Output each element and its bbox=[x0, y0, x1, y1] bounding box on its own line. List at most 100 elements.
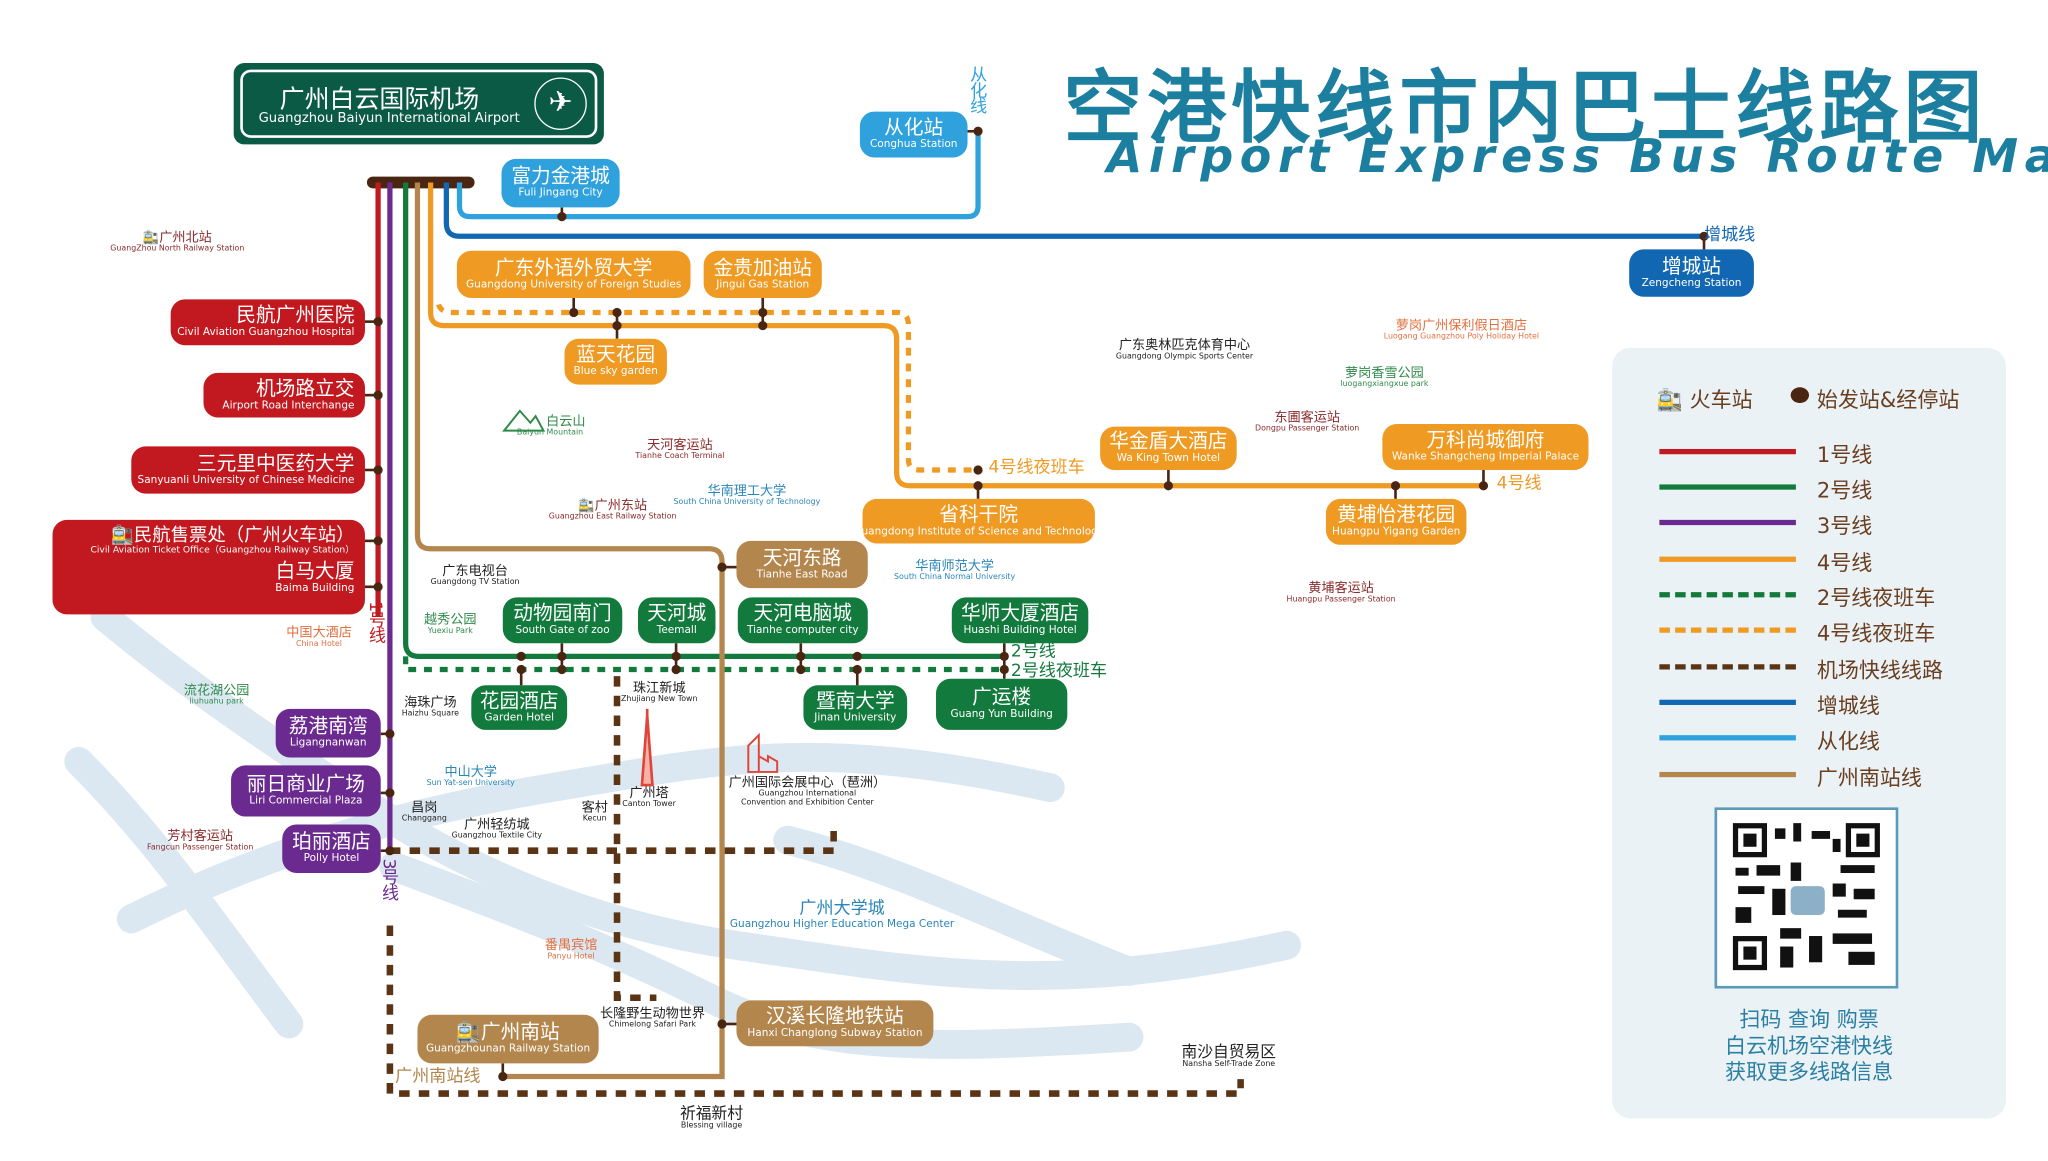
qr-logo-image bbox=[1790, 886, 1825, 916]
legend-panel: 🚉 火车站 始发站&经停站 1号线 2号线 3号线 4号线 2号线夜班车 4号线… bbox=[1612, 347, 2006, 1119]
stop-dot bbox=[852, 651, 862, 661]
zengcheng-line-path bbox=[443, 182, 1705, 239]
legend-item: 机场快线线路 bbox=[1659, 652, 2000, 683]
legend-item: 4号线 bbox=[1659, 545, 2000, 575]
line-3-label: 3号线 bbox=[378, 858, 398, 900]
train-icon: 🚉 bbox=[142, 231, 160, 246]
qr-code-pattern bbox=[1730, 820, 1883, 973]
line-2-path bbox=[403, 182, 1005, 660]
legend-item: 从化线 bbox=[1659, 723, 2000, 754]
train-icon: 🚉 bbox=[578, 498, 595, 514]
line-2-night-label: 2号线夜班车 bbox=[1010, 661, 1108, 682]
airport-name-zh: 广州白云国际机场 bbox=[279, 85, 480, 115]
line-1-label: 1号线 bbox=[364, 601, 385, 643]
mountain-icon bbox=[502, 409, 546, 432]
legend-item: 增城线 bbox=[1659, 688, 2000, 718]
legend-item: 3号线 bbox=[1659, 508, 2000, 538]
stop-dot bbox=[973, 465, 983, 475]
stop-dot-icon bbox=[1790, 387, 1810, 404]
line-4-night-label: 4号线夜班车 bbox=[988, 458, 1085, 478]
stop-dot bbox=[516, 664, 526, 675]
airplane-icon: ✈ bbox=[534, 77, 587, 130]
zengcheng-line-label: 增城线 bbox=[1704, 225, 1756, 246]
qr-caption-3: 获取更多线路信息 bbox=[1724, 1059, 1894, 1085]
station-connectors bbox=[364, 129, 1706, 1077]
train-icon: 🚉 bbox=[456, 1020, 481, 1045]
train-icon: 🚉 bbox=[111, 525, 134, 547]
station-ticket-office-baima: 🚉民航售票处（广州火车站） Civil Aviation Ticket Offi… bbox=[52, 519, 365, 615]
legend-stop: 始发站&经停站 bbox=[1816, 387, 1960, 413]
qr-code bbox=[1714, 807, 1899, 989]
line-2-label: 2号线 bbox=[1010, 641, 1056, 662]
legend-item: 4号线夜班车 bbox=[1659, 616, 2000, 646]
express-line-paths bbox=[386, 676, 1244, 1097]
expo-center-icon bbox=[747, 732, 779, 773]
line-4-label: 4号线 bbox=[1496, 473, 1542, 494]
airport-name-en: Guangzhou Baiyun International Airport bbox=[258, 111, 520, 127]
south-line-label: 广州南站线 bbox=[395, 1067, 481, 1087]
stop-dot bbox=[852, 664, 862, 675]
qr-caption-2: 白云机场空港快线 bbox=[1724, 1033, 1894, 1059]
legend-item: 广州南站线 bbox=[1659, 760, 2000, 790]
page-subtitle: Airport Express Bus Route Map bbox=[1106, 131, 2048, 184]
legend-item: 2号线 bbox=[1659, 473, 2000, 503]
stop-dot bbox=[516, 651, 526, 661]
conghua-line-label: 从化线 bbox=[966, 65, 986, 113]
page-title: 空港快线市内巴士线路图 bbox=[1063, 63, 1988, 155]
canton-tower-icon bbox=[640, 708, 654, 787]
qr-caption-1: 扫码 查询 购票 bbox=[1739, 1006, 1879, 1032]
south-line-path bbox=[414, 182, 725, 1080]
river-background bbox=[64, 602, 1301, 1059]
